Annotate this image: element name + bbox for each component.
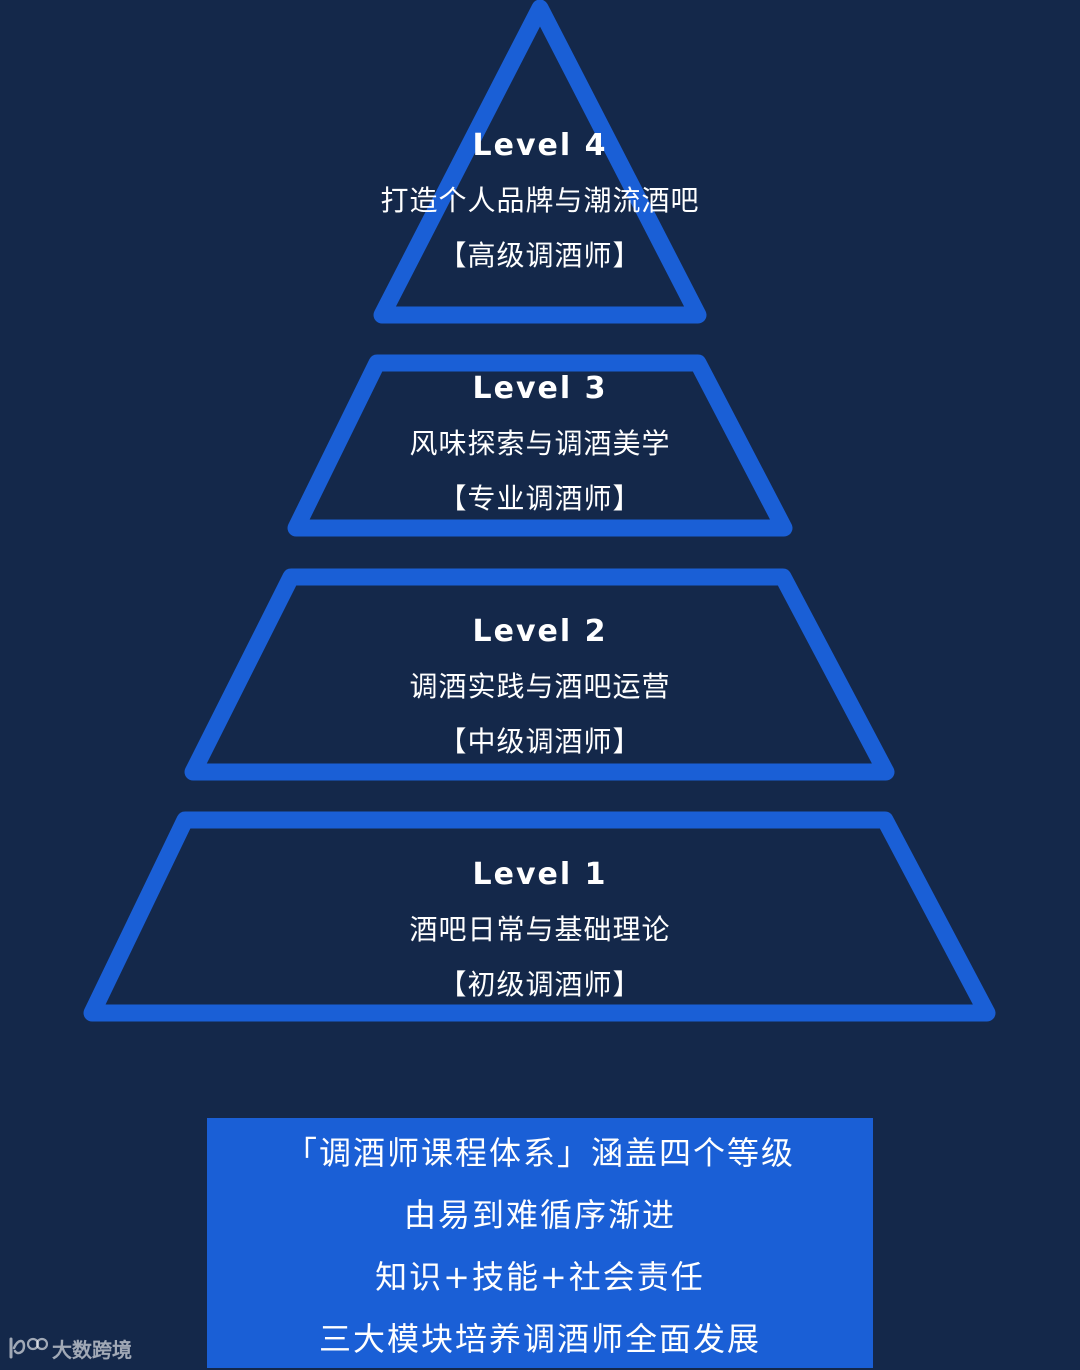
level-rank: 【初级调酒师】	[438, 968, 642, 1001]
level-rank: 【中级调酒师】	[438, 725, 642, 758]
level-title: Level 3	[472, 371, 608, 406]
summary-line: 由易到难循序渐进	[403, 1196, 676, 1234]
pyramid-level-1: Level 1 酒吧日常与基础理论 【初级调酒师】	[0, 848, 1080, 1012]
pyramid-level-2: Level 2 调酒实践与酒吧运营 【中级调酒师】	[0, 605, 1080, 769]
level-title: Level 1	[472, 857, 608, 892]
level-rank: 【专业调酒师】	[438, 482, 642, 515]
summary-line: 三大模块培养调酒师全面发展	[318, 1320, 761, 1358]
level-rank: 【高级调酒师】	[438, 239, 642, 272]
summary-box: 「调酒师课程体系」涵盖四个等级 由易到难循序渐进 知识+技能+社会责任 三大模块…	[207, 1118, 873, 1368]
level-title: Level 4	[472, 128, 608, 163]
pyramid-level-4: Level 4 打造个人品牌与潮流酒吧 【高级调酒师】	[0, 119, 1080, 283]
level-description: 打造个人品牌与潮流酒吧	[380, 184, 700, 217]
watermark-text: 大数跨境	[52, 1337, 132, 1362]
pyramid-level-4-shape	[373, 0, 707, 324]
watermark: 大数跨境	[8, 1330, 132, 1366]
pyramid-level-1-shape	[83, 811, 996, 1022]
logo-icon	[9, 1337, 48, 1359]
level-description: 风味探索与调酒美学	[409, 427, 671, 460]
pyramid-diagram	[83, 0, 996, 1022]
summary-line: 知识+技能+社会责任	[375, 1258, 705, 1296]
pyramid-level-2-shape	[184, 568, 895, 781]
pyramid-level-3: Level 3 风味探索与调酒美学 【专业调酒师】	[0, 362, 1080, 526]
summary-line: 「调酒师课程体系」涵盖四个等级	[284, 1134, 795, 1172]
pyramid-level-3-shape	[287, 354, 793, 537]
level-description: 调酒实践与酒吧运营	[409, 670, 671, 703]
level-description: 酒吧日常与基础理论	[409, 913, 671, 946]
level-title: Level 2	[472, 614, 608, 649]
